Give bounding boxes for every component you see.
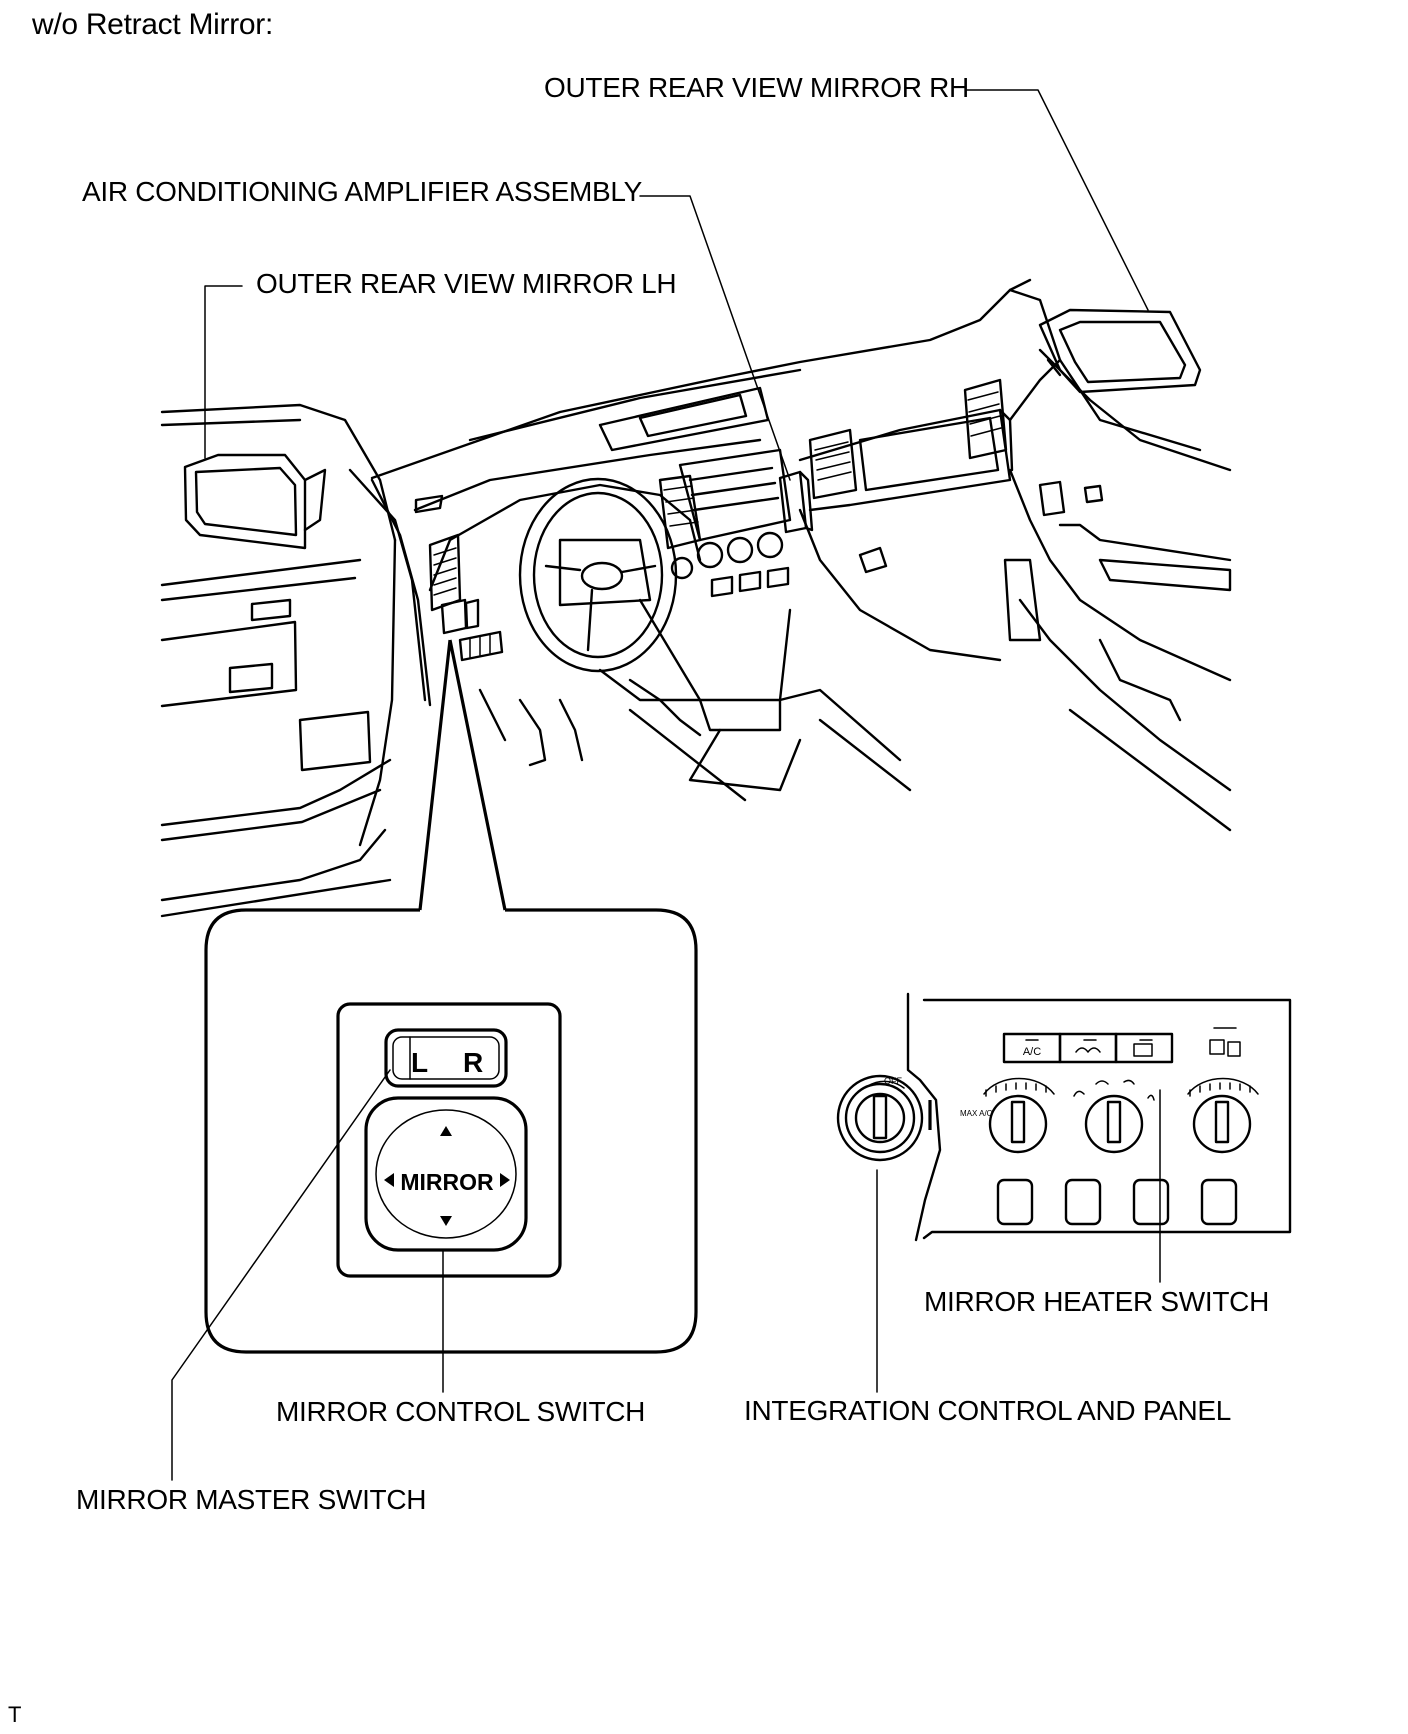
label-outer-rear-view-mirror-lh: OUTER REAR VIEW MIRROR LH [256,268,677,299]
arrow-down-icon [440,1216,452,1226]
dashboard-illustration [160,278,1232,918]
mirror-switch-label: MIRROR [400,1169,494,1195]
label-mirror-heater-switch: MIRROR HEATER SWITCH [924,1286,1270,1317]
label-air-conditioning-amplifier-assembly: AIR CONDITIONING AMPLIFIER ASSEMBLY [82,176,642,207]
mirror-master-switch[interactable] [384,1028,508,1088]
arrow-right-icon [500,1173,510,1187]
off-label: OFF [884,1076,902,1086]
leader-lines [171,89,1161,1481]
switch-callout [204,639,698,1354]
master-switch-left: L [411,1047,428,1078]
mirror-heater-button[interactable] [1114,1032,1174,1064]
mirror-switch-assembly: L R MIRROR [336,1002,562,1278]
max-ac-label: MAX A/C [960,1109,993,1118]
page-header: w/o Retract Mirror: [32,8,273,41]
corner-mark: T [8,1702,22,1727]
label-integration-control-and-panel: INTEGRATION CONTROL AND PANEL [744,1395,1232,1426]
label-mirror-control-switch: MIRROR CONTROL SWITCH [276,1396,646,1427]
arrow-left-icon [384,1173,394,1187]
ac-button-label: A/C [1023,1046,1041,1058]
label-mirror-master-switch: MIRROR MASTER SWITCH [76,1484,427,1515]
integration-control-panel: A/C OFF MAX A/C [836,992,1292,1242]
mirror-control-switch[interactable] [364,1096,528,1252]
arrow-up-icon [440,1126,452,1136]
master-switch-right: R [463,1047,483,1078]
label-outer-rear-view-mirror-rh: OUTER REAR VIEW MIRROR RH [544,72,969,103]
